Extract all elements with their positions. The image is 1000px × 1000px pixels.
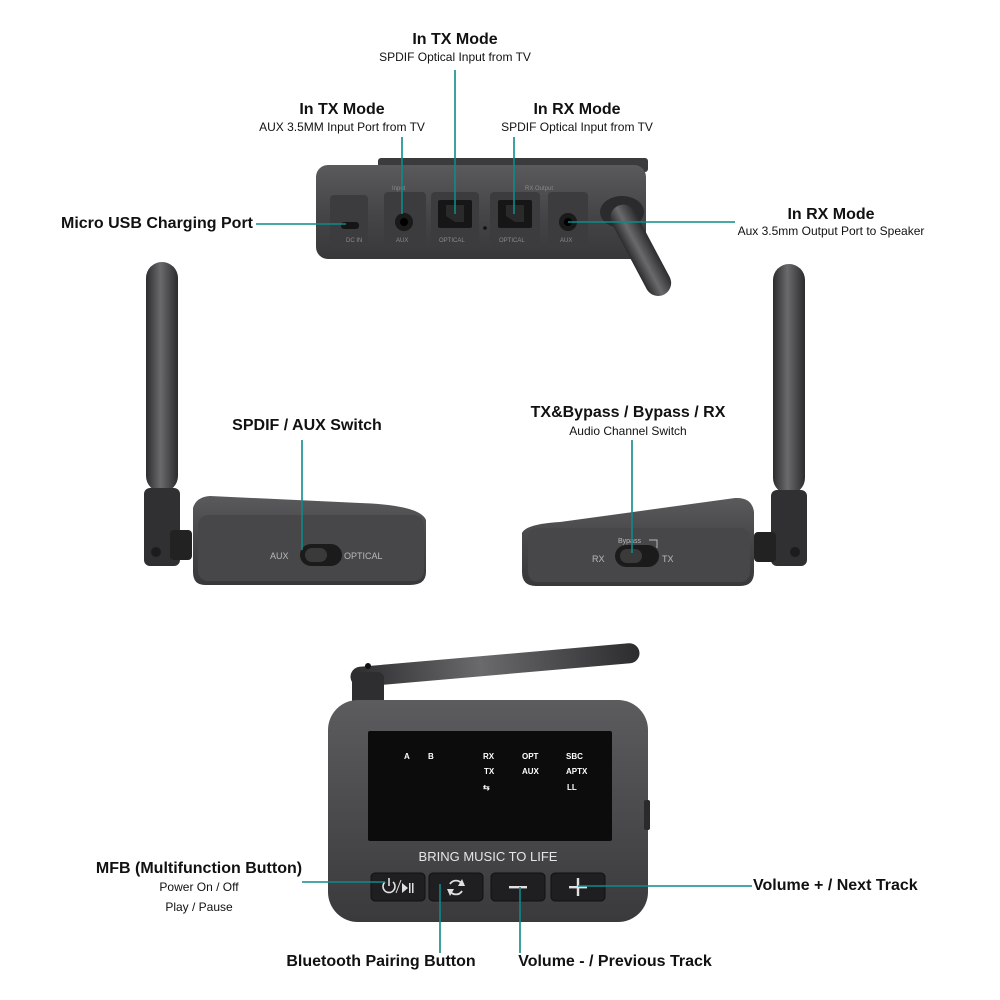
display-a: A	[404, 752, 410, 761]
tx-aux-title: In TX Mode	[299, 101, 385, 118]
lcd-screen	[368, 731, 612, 841]
tx-optical-subtitle: SPDIF Optical Input from TV	[379, 50, 531, 64]
display-ll: LL	[567, 783, 577, 792]
channel-switch-title: TX&Bypass / Bypass / RX	[530, 404, 726, 421]
rx-optical-subtitle: SPDIF Optical Input from TV	[501, 120, 653, 134]
volume-up-button[interactable]	[550, 872, 606, 902]
switch-aux-marking: AUX	[270, 551, 289, 561]
left-side-view: AUX OPTICAL	[144, 262, 426, 585]
switch-tx-marking: TX	[662, 554, 674, 564]
plus-icon	[569, 878, 587, 896]
micro-usb-port	[341, 222, 359, 229]
rx-aux-title: In RX Mode	[787, 206, 875, 223]
mfb-button[interactable]	[370, 872, 426, 902]
power-play-icon	[382, 878, 414, 894]
optical-in-marking: OPTICAL	[439, 238, 465, 244]
rear-port-view: DC IN Input AUX OPTICAL OPTICAL RX Outpu…	[316, 158, 672, 296]
display-link: ⇆	[483, 783, 490, 792]
volume-down-title: Volume - / Previous Track	[518, 953, 712, 970]
right-antenna	[773, 264, 805, 494]
display-tx: TX	[484, 767, 495, 776]
volume-up-title: Volume + / Next Track	[753, 877, 918, 894]
tx-aux-subtitle: AUX 3.5MM Input Port from TV	[259, 120, 425, 134]
aux-in-marking: AUX	[396, 238, 408, 244]
pairing-button[interactable]	[428, 872, 484, 902]
tx-optical-title: In TX Mode	[412, 31, 498, 48]
leader-lines	[256, 70, 752, 953]
front-view: A B RX TX ⇆ OPT AUX SBC APTX LL BRING MU…	[328, 643, 650, 922]
dc-in-marking: DC IN	[346, 238, 362, 244]
input-marking: Input	[392, 186, 406, 192]
left-antenna	[146, 262, 178, 492]
switch-bypass-marking: Bypass	[618, 538, 641, 545]
front-antenna	[350, 643, 640, 687]
optical-out-marking: OPTICAL	[499, 238, 525, 244]
spdif-aux-switch-title: SPDIF / AUX Switch	[232, 417, 382, 434]
minus-icon	[509, 886, 527, 889]
display-aux: AUX	[522, 767, 540, 776]
rear-antenna	[610, 204, 672, 296]
pairing-button-title: Bluetooth Pairing Button	[286, 953, 476, 970]
mfb-line1: Power On / Off	[159, 880, 239, 894]
display-aptx: APTX	[566, 767, 588, 776]
rx-output-marking: RX Output	[525, 186, 553, 192]
usb-port-title: Micro USB Charging Port	[61, 215, 254, 232]
display-b: B	[428, 752, 434, 761]
switch-optical-marking: OPTICAL	[344, 551, 383, 561]
mfb-line2: Play / Pause	[165, 900, 233, 914]
switch-rx-marking: RX	[592, 554, 605, 564]
display-sbc: SBC	[566, 752, 583, 761]
rx-aux-subtitle: Aux 3.5mm Output Port to Speaker	[737, 224, 925, 238]
refresh-icon	[447, 879, 465, 896]
volume-down-button[interactable]	[490, 872, 546, 902]
slogan-text: BRING MUSIC TO LIFE	[419, 849, 558, 864]
display-rx: RX	[483, 752, 495, 761]
mfb-title: MFB (Multifunction Button)	[95, 860, 303, 877]
display-opt: OPT	[522, 752, 539, 761]
aux-out-marking: AUX	[560, 238, 572, 244]
channel-switch-subtitle: Audio Channel Switch	[569, 424, 687, 438]
right-side-view: RX TX Bypass	[522, 264, 807, 586]
rx-optical-title: In RX Mode	[533, 101, 621, 118]
